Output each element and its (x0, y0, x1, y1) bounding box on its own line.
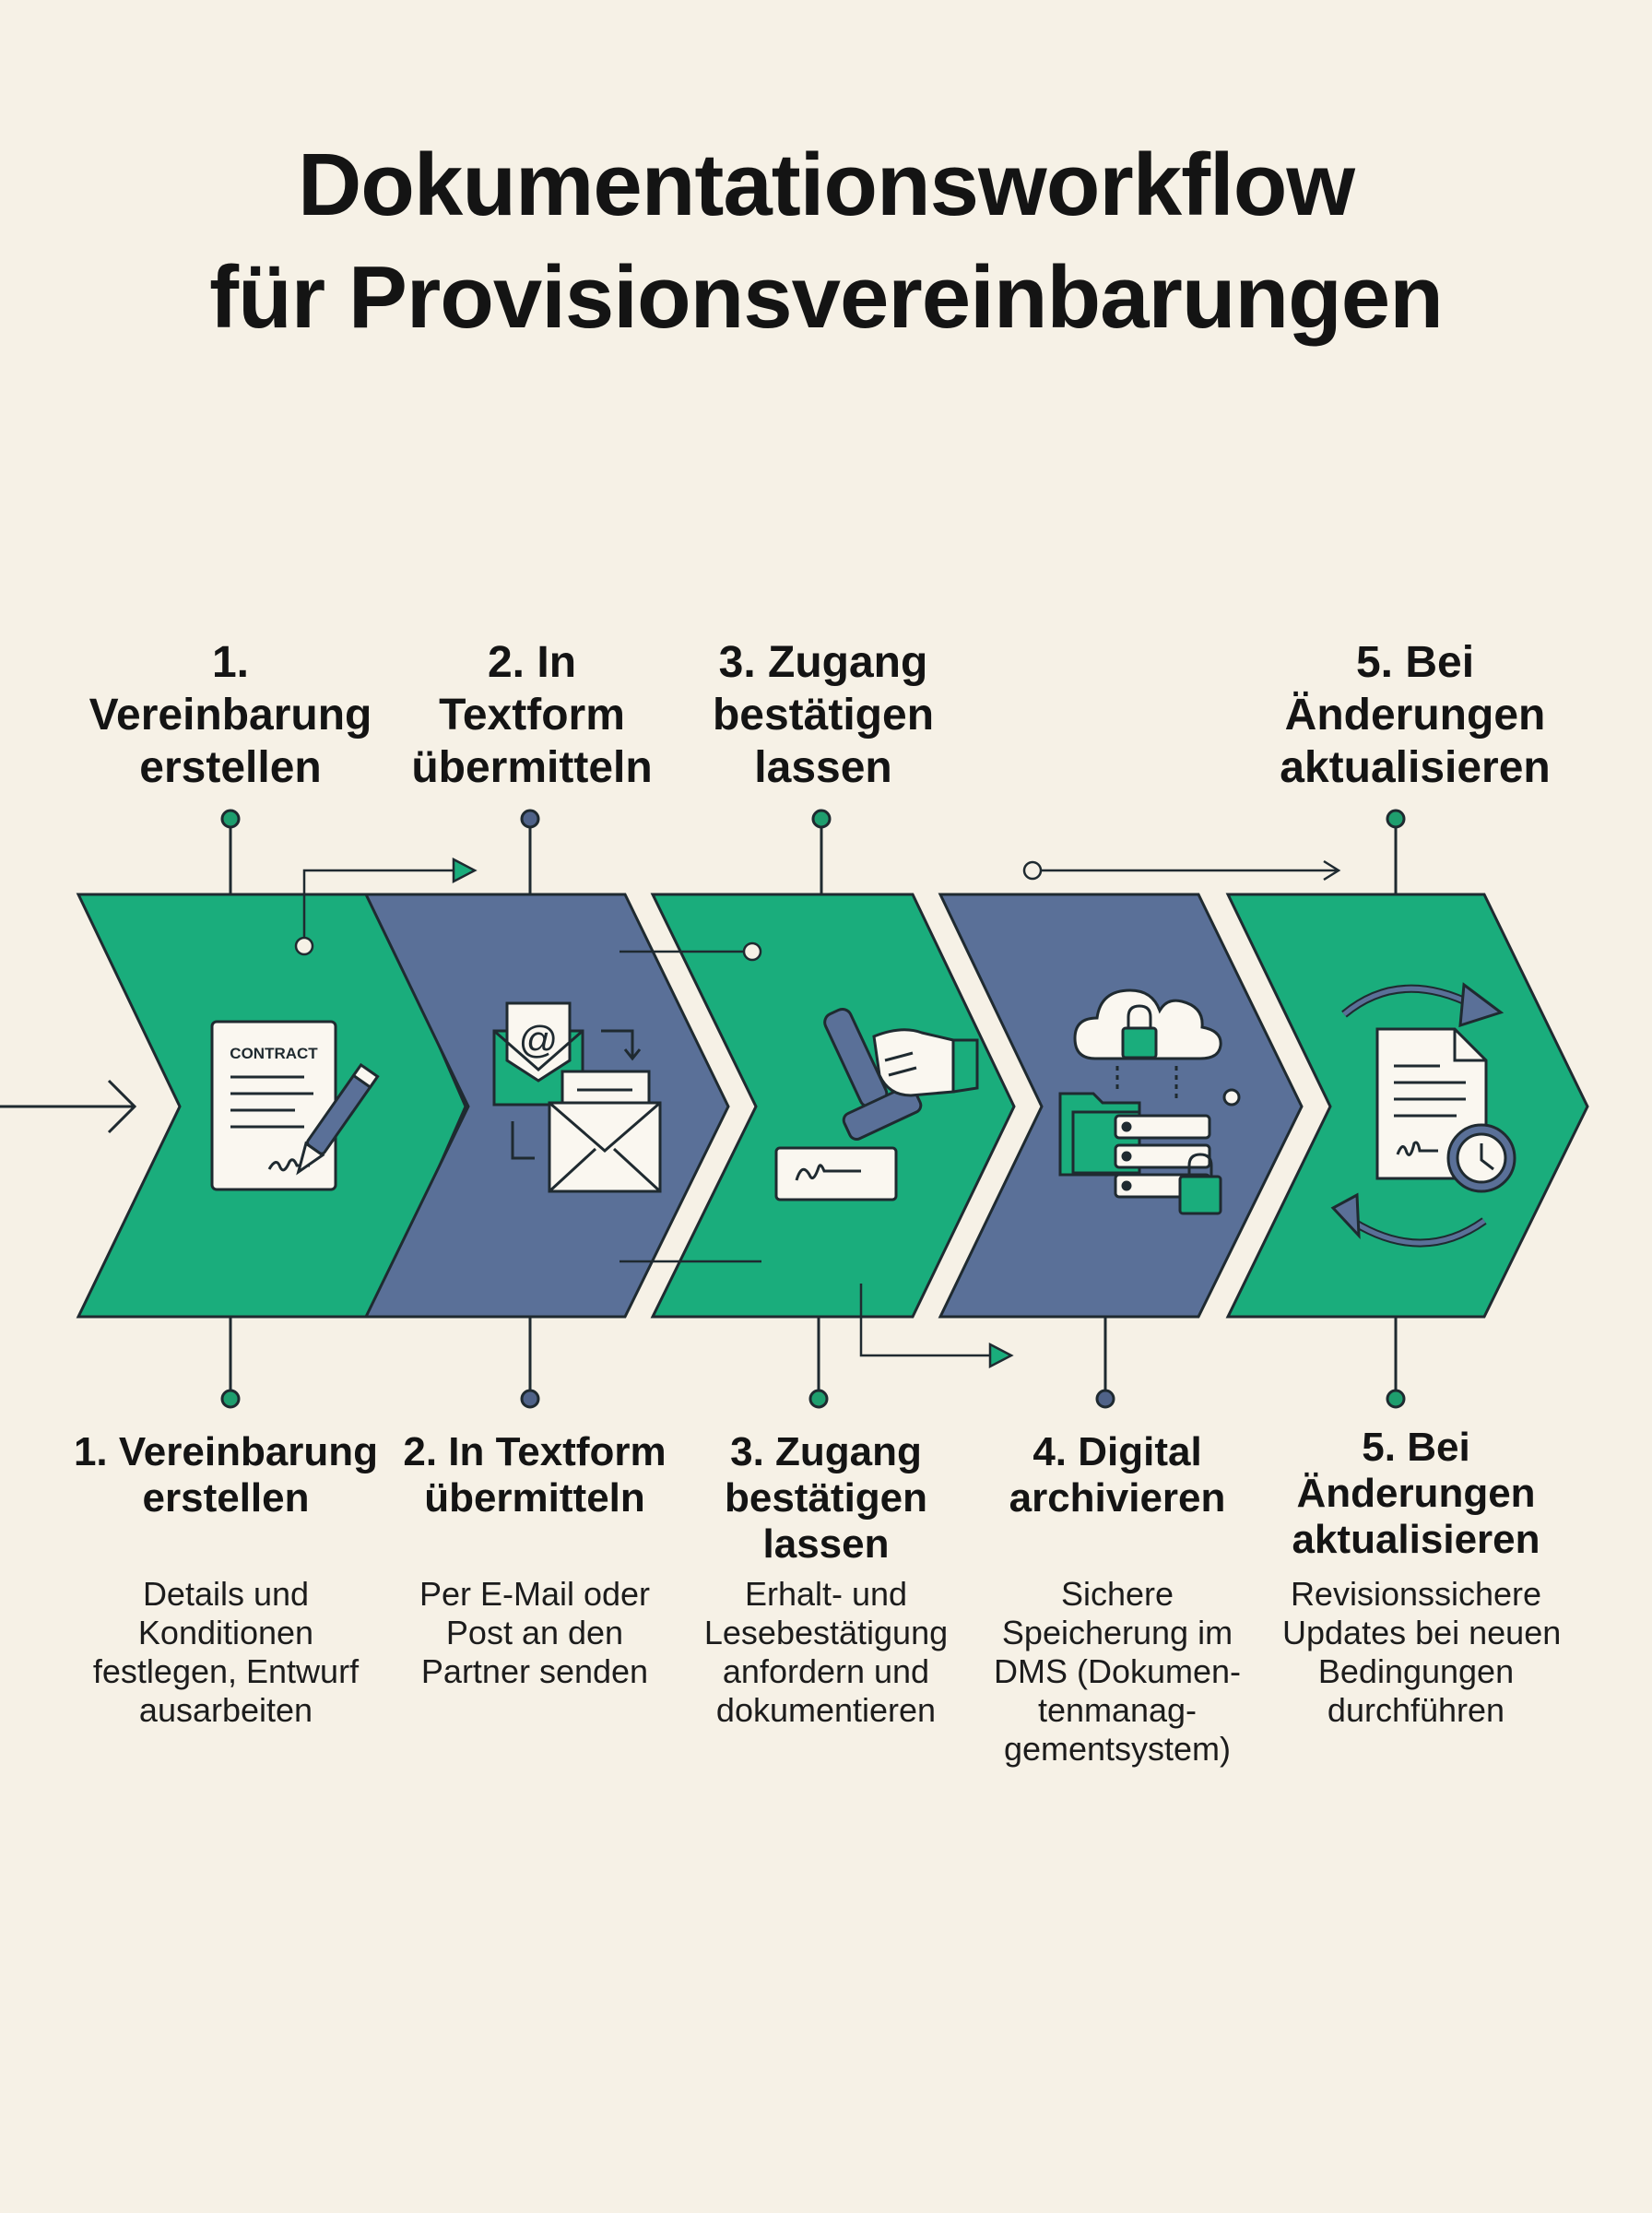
label-line: Änderungen (1284, 691, 1546, 740)
label-line: Änderungen (1296, 1471, 1536, 1516)
connector-dots (220, 809, 1406, 1409)
email-envelope-icon: @ (492, 1001, 662, 1193)
description-line: dokumentieren (715, 1691, 937, 1729)
description-step-2: Per E-Mail oder Post an den Partner send… (401, 1575, 668, 1691)
page-title: Dokumentationsworkflow für Provisionsver… (0, 129, 1652, 354)
label-line: 3. Zugang (730, 1429, 922, 1474)
label-line: 5. Bei (1362, 1425, 1470, 1470)
bottom-label-step-4: 4. Digital archivieren (961, 1429, 1274, 1521)
bottom-label-step-5: 5. Bei Änderungen aktualisieren (1259, 1425, 1573, 1563)
bottom-label-step-3: 3. Zugang bestätigen lassen (669, 1429, 983, 1568)
top-label-step-2: 2. In Textform übermitteln (375, 636, 689, 794)
label-line: 1. (211, 638, 250, 687)
description-line: Details und (142, 1575, 310, 1613)
bottom-label-step-2: 2. In Textform übermitteln (378, 1429, 691, 1521)
label-line: 3. Zugang (718, 638, 928, 687)
connector-lines (229, 828, 1398, 1392)
description-line: durchführen (1327, 1691, 1505, 1729)
label-line: 2. In Textform (403, 1429, 667, 1474)
description-line: Revisionssichere (1290, 1575, 1542, 1613)
top-label-step-3: 3. Zugang bestätigen lassen (667, 636, 980, 794)
description-step-4: Sichere Speicherung im DMS (Dokumen- ten… (984, 1575, 1251, 1769)
chevron-step-3 (650, 893, 1016, 1319)
label-line: archivieren (1009, 1475, 1226, 1521)
description-line: Per E-Mail oder (419, 1575, 651, 1613)
description-line: Updates bei neuen (1282, 1614, 1562, 1651)
label-line: lassen (754, 743, 892, 792)
description-line: Post an den (445, 1614, 624, 1651)
label-line: 4. Digital (1032, 1429, 1202, 1474)
contract-icon-text: CONTRACT (230, 1045, 318, 1062)
label-line: erstellen (142, 1475, 310, 1521)
title-line-2: für Provisionsvereinbarungen (209, 248, 1444, 347)
label-line: erstellen (139, 743, 322, 792)
description-line: Sichere (1060, 1575, 1174, 1613)
label-line: übermitteln (424, 1475, 645, 1521)
label-line: Vereinbarung (88, 691, 372, 740)
at-sign-icon-text: @ (519, 1018, 559, 1061)
description-line: Partner senden (420, 1652, 649, 1690)
description-line: DMS (Dokumen- (993, 1652, 1242, 1690)
label-line: 5. Bei (1355, 638, 1475, 687)
bottom-label-step-1: 1. Vereinbarung erstellen (69, 1429, 383, 1521)
description-line: anfordern und (722, 1652, 930, 1690)
description-step-5: Revisionssichere Updates bei neuen Bedin… (1282, 1575, 1562, 1730)
document-update-cycle-icon (1330, 982, 1516, 1248)
label-line: 1. Vereinbarung (73, 1429, 379, 1474)
description-step-3: Erhalt- und Lesebestätigung anfordern un… (692, 1575, 960, 1730)
label-line: aktualisieren (1292, 1517, 1540, 1562)
label-line: Textform (439, 691, 625, 740)
description-line: Bedingungen (1317, 1652, 1515, 1690)
label-line: aktualisieren (1280, 743, 1551, 792)
description-line: Lesebestätigung (703, 1614, 949, 1651)
contract-signing-icon: CONTRACT (210, 1020, 380, 1191)
description-step-1: Details und Konditionen festlegen, Entwu… (92, 1575, 360, 1730)
description-line: gementsystem) (1003, 1730, 1232, 1768)
top-label-step-5: 5. Bei Änderungen aktualisieren (1258, 636, 1572, 794)
description-line: festlegen, Entwurf (92, 1652, 360, 1690)
label-line: übermitteln (411, 743, 653, 792)
label-line: 2. In (487, 638, 577, 687)
flow-arrows (294, 857, 1341, 1369)
label-line: bestätigen (712, 691, 935, 740)
title-line-1: Dokumentationsworkflow (297, 136, 1355, 234)
label-line: bestätigen (724, 1475, 928, 1521)
label-line: lassen (762, 1521, 890, 1567)
cloud-archive-lock-icon (1058, 988, 1241, 1215)
incoming-arrow (0, 1079, 137, 1134)
stamp-approval-icon (774, 1007, 979, 1201)
top-label-step-1: 1. Vereinbarung erstellen (74, 636, 387, 794)
description-line: tenmanag- (1037, 1691, 1198, 1729)
description-line: Speicherung im (1001, 1614, 1233, 1651)
description-line: Erhalt- und (744, 1575, 908, 1613)
description-line: Konditionen (137, 1614, 314, 1651)
description-line: ausarbeiten (138, 1691, 313, 1729)
